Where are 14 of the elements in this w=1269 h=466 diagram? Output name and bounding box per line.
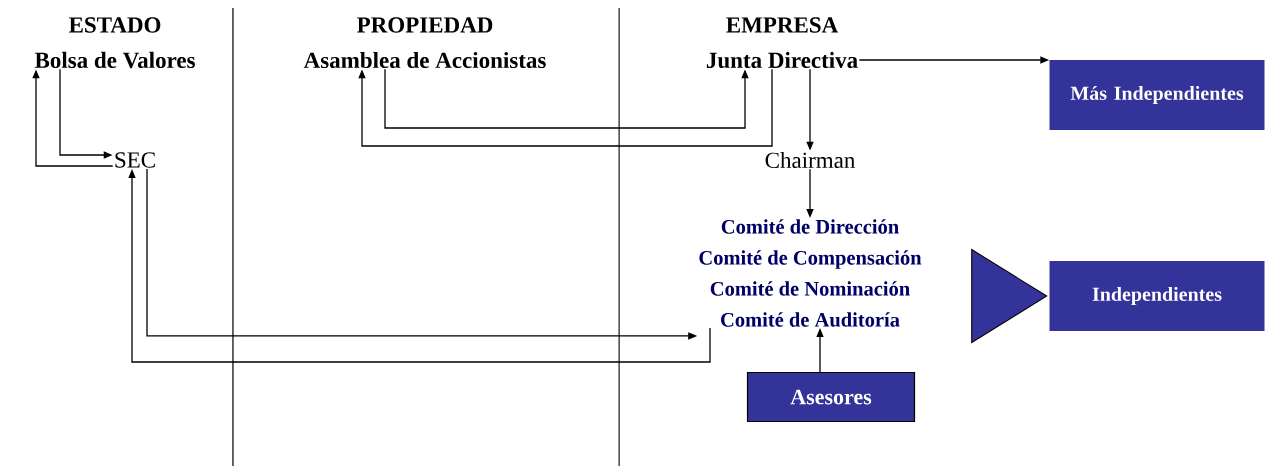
committee-list: Comité de Dirección Comité de Compensación Comité de Nominación Comité de Auditoría — [699, 219, 922, 327]
arrow — [358, 68, 773, 147]
column-heading: ESTADO — [68, 17, 161, 33]
text-label: Chairman — [765, 151, 855, 169]
bold-text: Asamblea de Accionistas — [303, 51, 546, 69]
bold-text: Junta Directiva — [706, 51, 858, 69]
filled-box: Asesores — [746, 371, 916, 423]
arrow — [384, 68, 749, 129]
column-heading: PROPIEDAD — [357, 17, 493, 33]
bold-text: Bolsa de Valores — [34, 51, 195, 69]
triangle-shape — [971, 249, 1048, 343]
text-label: SEC — [115, 152, 155, 168]
column-heading: EMPRESA — [726, 17, 839, 33]
filled-box: Más Independientes — [1049, 60, 1265, 130]
